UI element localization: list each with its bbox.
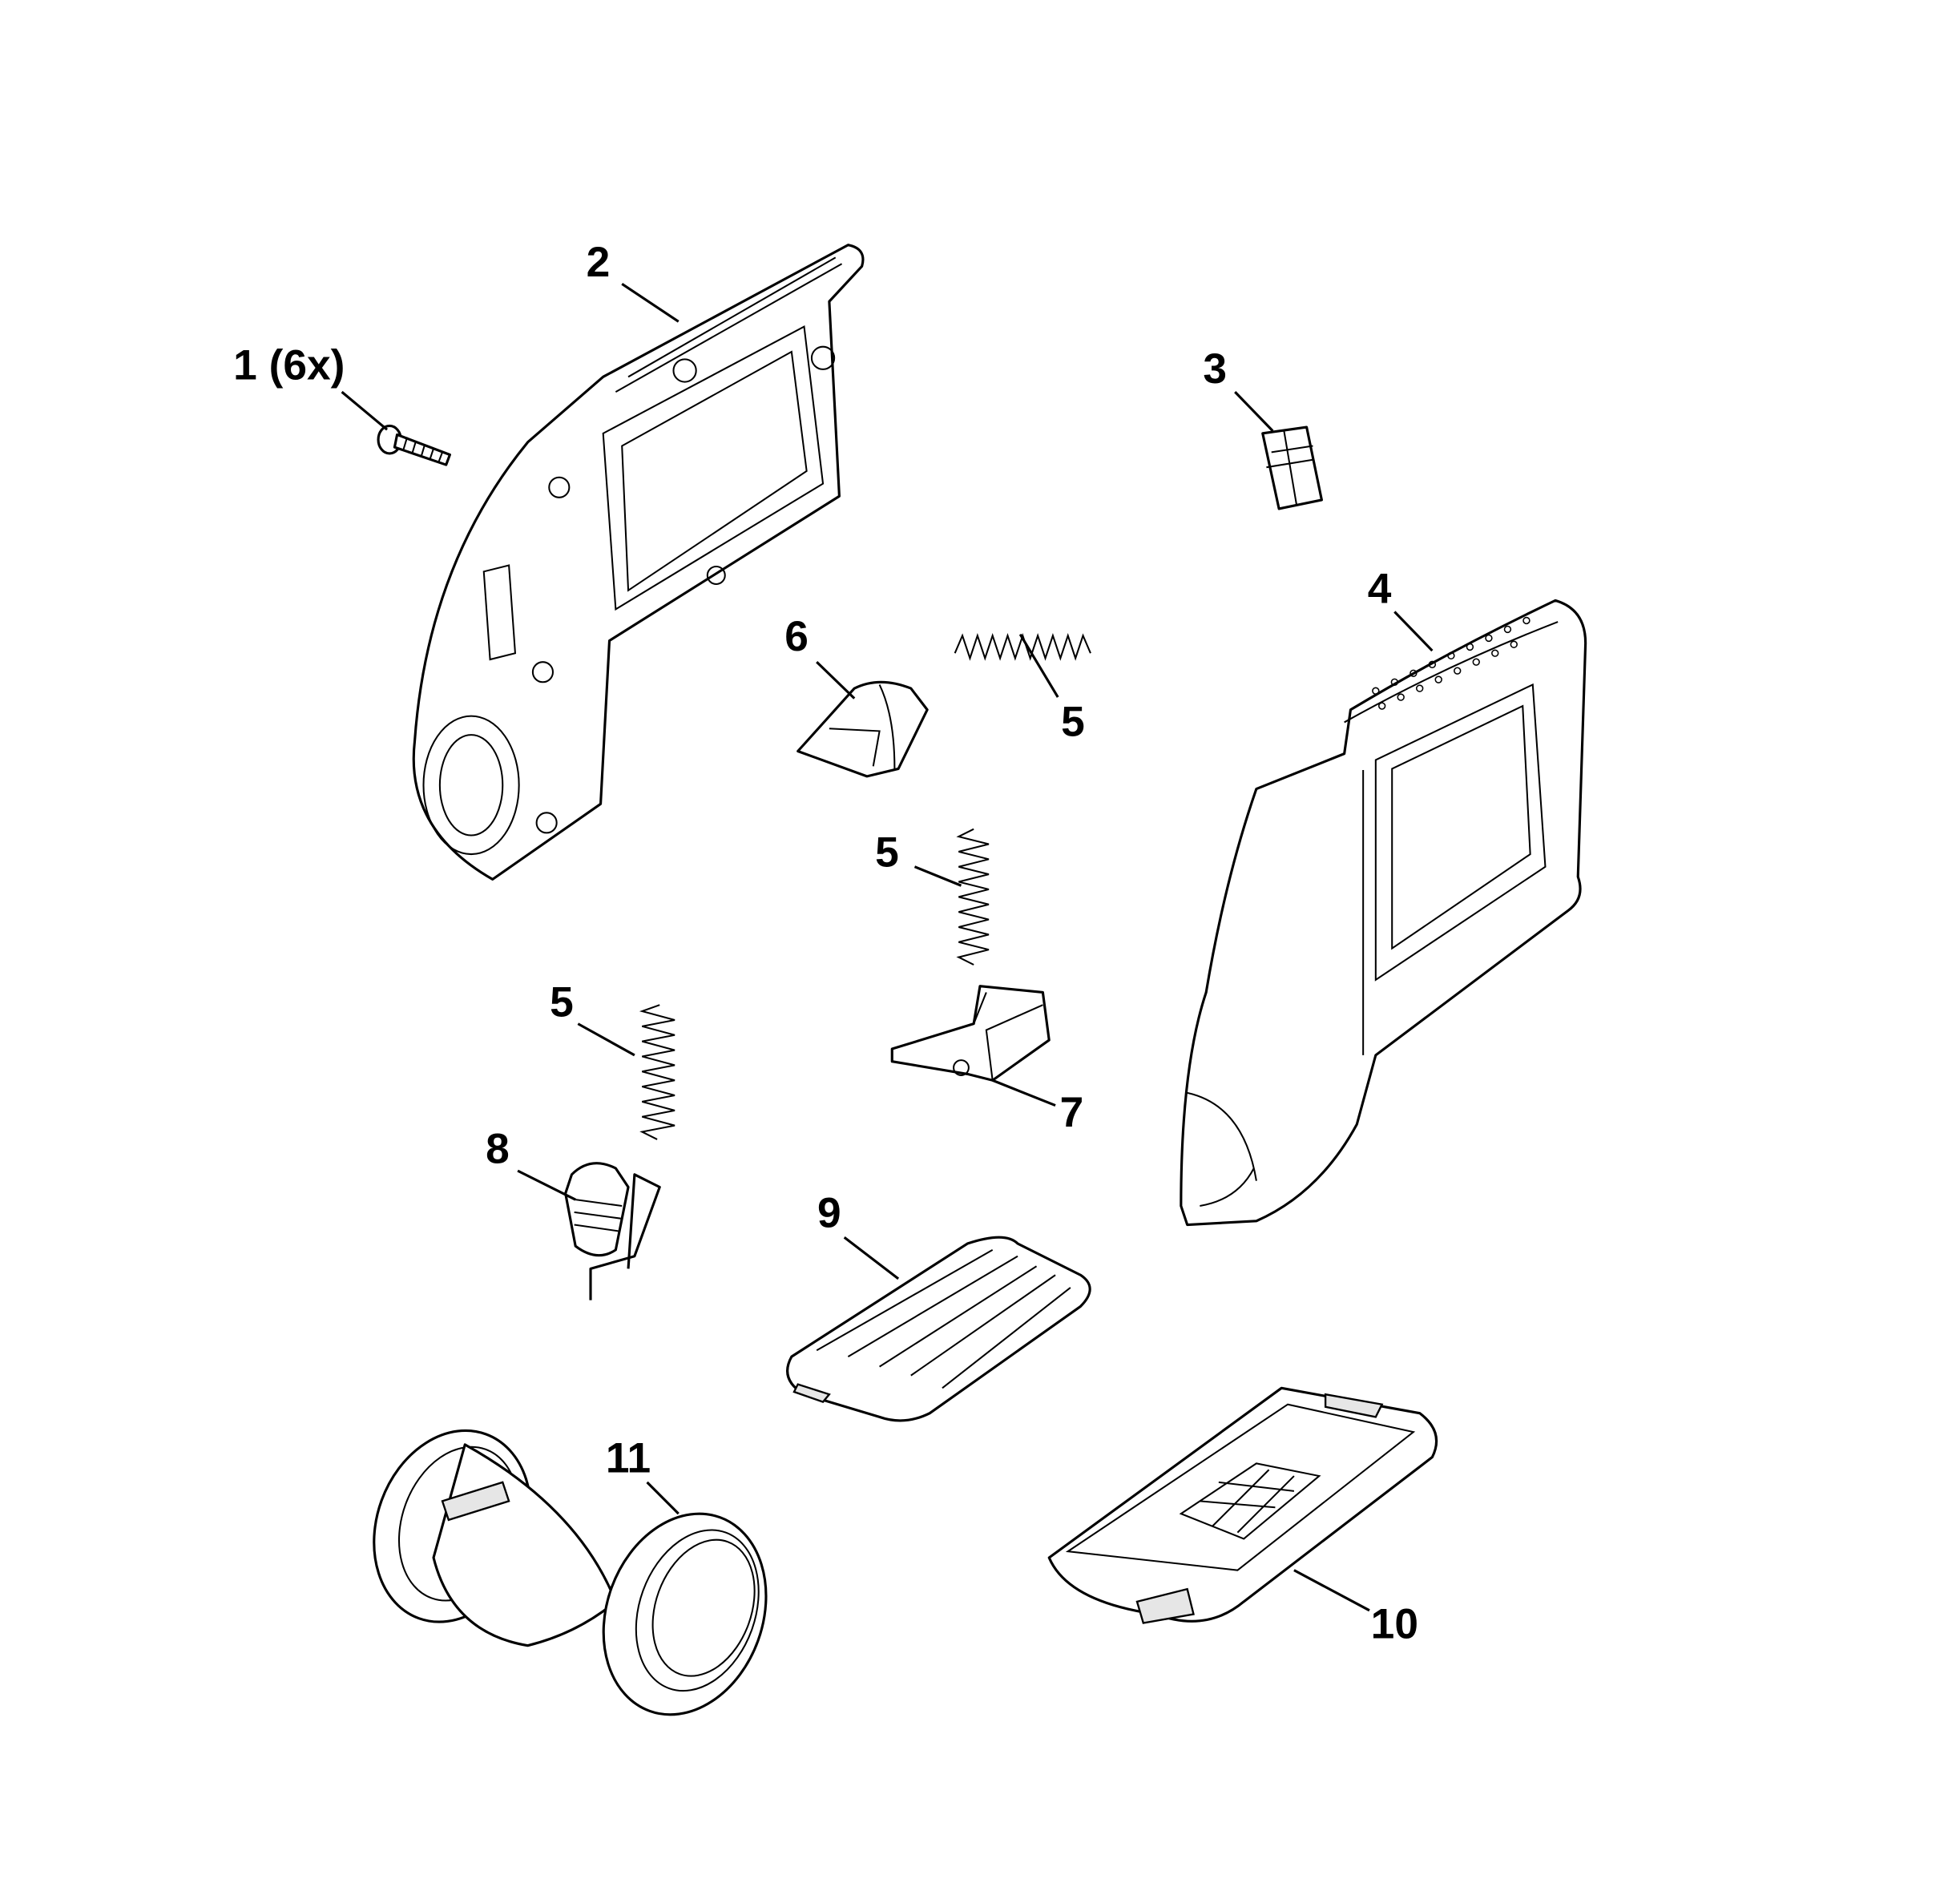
callout-5a: 5 (1061, 699, 1085, 746)
callout-1: 1 (6x) (233, 341, 345, 389)
grip-dots (1372, 616, 1530, 710)
part-4-right-housing (1180, 599, 1587, 1227)
callout-8: 8 (486, 1126, 510, 1173)
callout-10: 10 (1371, 1600, 1418, 1647)
callout-7: 7 (1060, 1089, 1084, 1136)
part-9-battery-pack (786, 1236, 1091, 1422)
leader-lines (341, 282, 1434, 1612)
callout-11: 11 (606, 1434, 651, 1482)
part-5-spring-c (639, 1004, 676, 1140)
part-2-left-housing (412, 244, 865, 881)
part-8-button (564, 1162, 661, 1300)
callout-6: 6 (784, 613, 809, 660)
callout-5c: 5 (550, 978, 574, 1026)
callout-2: 2 (587, 239, 611, 286)
part-3-clip (1261, 425, 1323, 510)
part-7-latch (890, 985, 1051, 1082)
part-1-screw (377, 424, 451, 466)
part-10-battery-cover (1047, 1386, 1438, 1624)
part-5-spring-b (956, 828, 990, 966)
part-6-trigger (797, 680, 929, 778)
callout-4: 4 (1368, 566, 1392, 613)
callout-3: 3 (1203, 345, 1227, 393)
callout-5b: 5 (875, 829, 899, 877)
callout-9: 9 (817, 1190, 841, 1237)
callout-labels: 1 (6x) 2 3 4 5 5 5 6 7 8 9 10 11 (233, 239, 1418, 1647)
part-11-wheel-assembly (373, 1429, 768, 1716)
part-5-spring-a (954, 633, 1091, 661)
